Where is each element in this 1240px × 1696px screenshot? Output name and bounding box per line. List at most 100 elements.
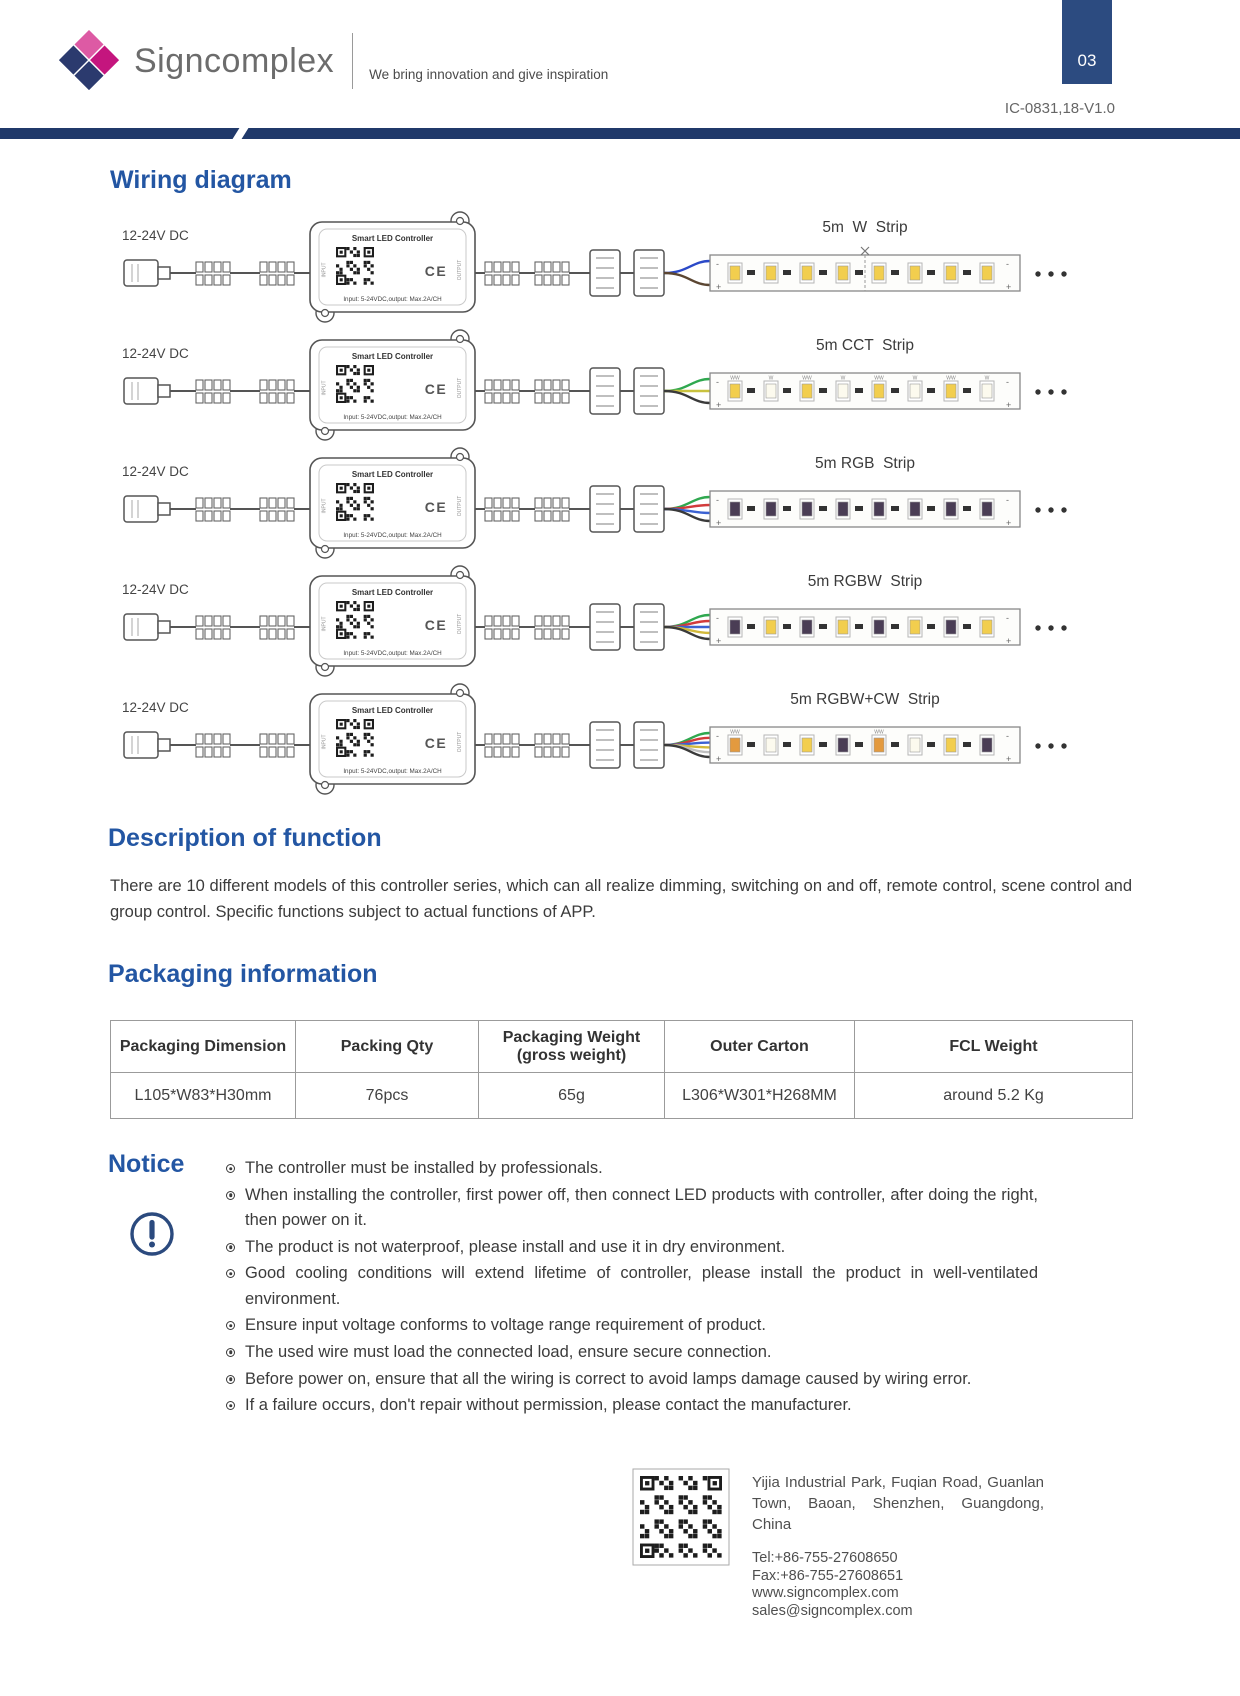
- output-port-label: OUTPUT: [457, 496, 463, 517]
- notice-item: The controller must be installed by prof…: [226, 1156, 1038, 1182]
- brand-divider: [352, 33, 354, 89]
- svg-text:-: -: [1006, 731, 1009, 741]
- input-port-label: INPUT: [322, 617, 328, 632]
- ce-mark: CE: [425, 735, 447, 751]
- email-address: sales@signcomplex.com: [752, 1603, 913, 1620]
- notice-text: The used wire must load the connected lo…: [245, 1342, 772, 1361]
- notice-item: Before power on, ensure that all the wir…: [226, 1367, 1038, 1393]
- svg-text:+: +: [716, 518, 721, 528]
- svg-text:+: +: [716, 754, 721, 764]
- controller-name: Smart LED Controller: [352, 706, 433, 715]
- table-header-row: Packaging Dimension Packing Qty Packagin…: [110, 1020, 1133, 1073]
- led-strip: - + - +: [709, 490, 1021, 528]
- strip-label: 5m RGB Strip: [815, 455, 915, 472]
- packaging-section-title: Packaging information: [108, 960, 378, 988]
- input-voltage-label: 12-24V DC: [122, 464, 189, 479]
- header-divider-bar: [0, 128, 1240, 139]
- svg-text:+: +: [1006, 282, 1011, 292]
- notice-item: Ensure input voltage conforms to voltage…: [226, 1313, 1038, 1339]
- input-voltage-label: 12-24V DC: [122, 582, 189, 597]
- notice-text: If a failure occurs, don't repair withou…: [245, 1396, 852, 1415]
- output-port-label: OUTPUT: [457, 732, 463, 753]
- warning-icon: [128, 1210, 176, 1258]
- table-header-cell: Packaging Weight (gross weight): [478, 1020, 665, 1073]
- bullet-icon: [226, 1164, 235, 1173]
- svg-text:-: -: [1006, 613, 1009, 623]
- svg-text:WW: WW: [946, 376, 956, 382]
- notice-list: The controller must be installed by prof…: [226, 1156, 1038, 1420]
- controller-name: Smart LED Controller: [352, 234, 433, 243]
- footer-qr-code: [632, 1468, 730, 1566]
- led-strip: -+-+: [709, 608, 1021, 646]
- notice-text: The controller must be installed by prof…: [245, 1159, 603, 1177]
- bullet-icon: [226, 1190, 235, 1200]
- svg-text:WW: WW: [730, 376, 740, 382]
- input-port-label: INPUT: [322, 263, 328, 278]
- svg-text:+: +: [716, 636, 721, 646]
- description-section-title: Description of function: [108, 824, 382, 852]
- svg-text:+: +: [1006, 518, 1011, 528]
- output-port-label: OUTPUT: [457, 378, 463, 399]
- ce-mark: CE: [425, 617, 447, 633]
- table-header-cell: Packing Qty: [295, 1020, 479, 1073]
- svg-text:W: W: [769, 376, 774, 382]
- ce-mark: CE: [425, 381, 447, 397]
- table-row: L105*W83*H30mm 76pcs 65g L306*W301*H268M…: [110, 1072, 1133, 1119]
- notice-item: When installing the controller, first po…: [226, 1183, 1038, 1234]
- svg-text:W: W: [841, 376, 846, 382]
- svg-text:-: -: [716, 377, 719, 387]
- dc-plug-icon: [123, 613, 171, 641]
- controller-name: Smart LED Controller: [352, 588, 433, 597]
- bullet-icon: [226, 1347, 235, 1357]
- svg-text:-: -: [716, 495, 719, 505]
- notice-text: Ensure input voltage conforms to voltage…: [245, 1316, 766, 1335]
- svg-text:-: -: [1006, 495, 1009, 505]
- input-port-label: INPUT: [322, 499, 328, 514]
- doc-version: IC-0831,18-V1.0: [1004, 100, 1115, 117]
- svg-text:WW: WW: [874, 376, 884, 382]
- brand-name: Signcomplex: [134, 41, 335, 80]
- notice-section-title: Notice: [108, 1150, 185, 1178]
- svg-text:+: +: [1006, 400, 1011, 410]
- strip-label: 5m W Strip: [822, 219, 907, 236]
- input-port-label: INPUT: [322, 735, 328, 750]
- svg-text:-: -: [1006, 259, 1009, 269]
- controller-spec: Input: 5-24VDC,output: Max.2A/CH: [343, 532, 442, 539]
- svg-text:+: +: [1006, 636, 1011, 646]
- output-port-label: OUTPUT: [457, 614, 463, 635]
- phone-number: Tel:+86-755-27608650: [752, 1550, 898, 1566]
- dc-plug-icon: [123, 495, 171, 523]
- bullet-icon: [226, 1401, 235, 1411]
- controller-spec: Input: 5-24VDC,output: Max.2A/CH: [343, 414, 442, 421]
- controller-spec: Input: 5-24VDC,output: Max.2A/CH: [343, 650, 442, 657]
- notice-text: Good cooling conditions will extend life…: [245, 1264, 1038, 1308]
- svg-text:-: -: [716, 731, 719, 741]
- fax-number: Fax:+86-755-27608651: [752, 1567, 904, 1584]
- notice-item: If a failure occurs, don't repair withou…: [226, 1393, 1038, 1419]
- table-header-cell: Packaging Dimension: [110, 1020, 296, 1073]
- website-url: www.signcomplex.com: [752, 1585, 899, 1602]
- company-address: Yijia Industrial Park, Fuqian Road, Guan…: [752, 1474, 1044, 1533]
- svg-text:-: -: [1006, 377, 1009, 387]
- table-cell: around 5.2 Kg: [854, 1072, 1133, 1119]
- strip-label: 5m RGBW Strip: [808, 573, 923, 590]
- svg-text:+: +: [716, 282, 721, 292]
- input-voltage-label: 12-24V DC: [122, 346, 189, 361]
- input-port-label: INPUT: [322, 381, 328, 396]
- strip-label: 5m CCT Strip: [816, 337, 914, 354]
- divider-accent-cut: [232, 128, 249, 139]
- description-paragraph: There are 10 different models of this co…: [110, 877, 1132, 921]
- svg-text:WW: WW: [730, 730, 740, 736]
- input-voltage-label: 12-24V DC: [122, 700, 189, 715]
- dc-plug-icon: [123, 731, 171, 759]
